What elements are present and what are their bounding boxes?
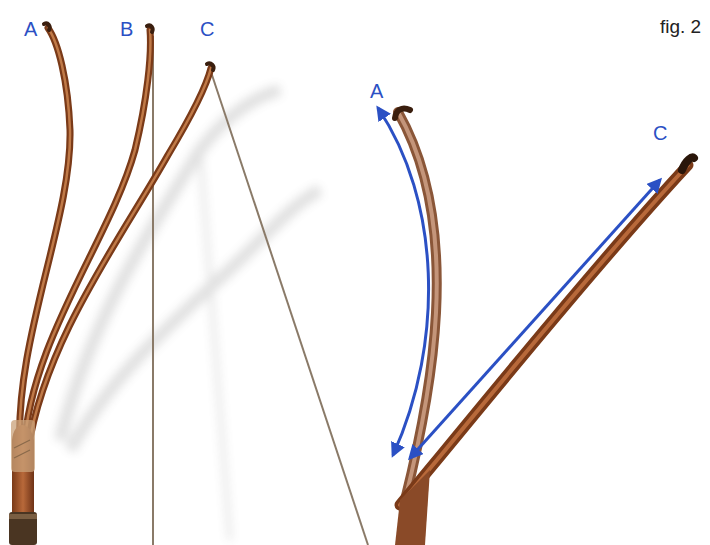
- figure-number: fig. 2: [660, 16, 701, 38]
- limb-detail: [395, 108, 694, 545]
- position-label: A: [370, 80, 383, 102]
- length-arrow: [378, 108, 429, 455]
- bow-handle: [9, 420, 37, 545]
- bow-string: [211, 72, 368, 545]
- bow-string: [152, 36, 154, 545]
- position-label: A: [24, 18, 37, 40]
- limb-shadow: [60, 90, 320, 540]
- position-label: C: [653, 122, 667, 144]
- length-arrow: [410, 180, 660, 458]
- position-label: C: [200, 18, 214, 40]
- bow-limbs: [20, 23, 214, 450]
- position-label: B: [120, 18, 133, 40]
